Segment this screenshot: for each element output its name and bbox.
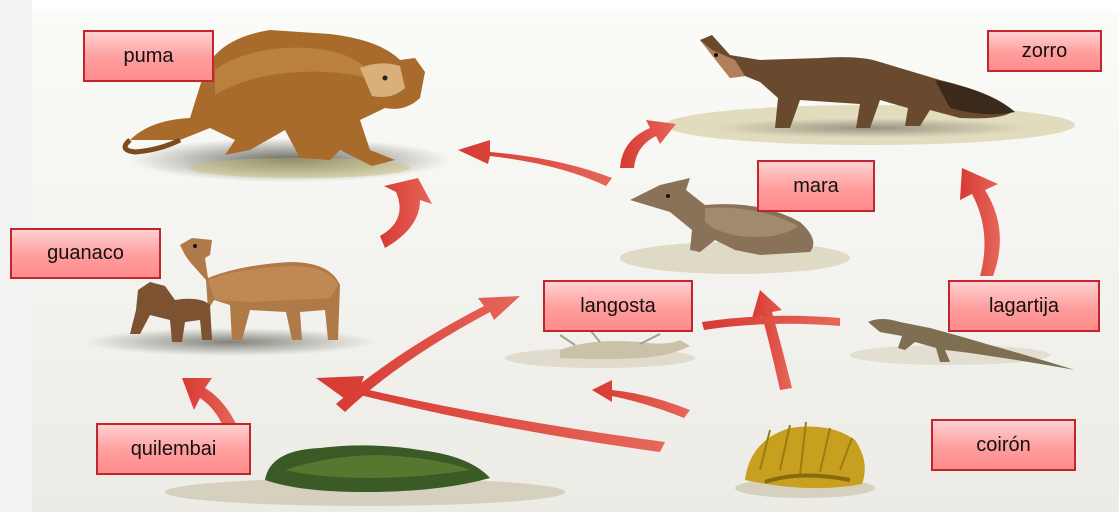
label-langosta: langosta (543, 280, 693, 332)
label-zorro: zorro (987, 30, 1102, 72)
label-puma: puma (83, 30, 214, 82)
label-coiron: coirón (931, 419, 1076, 471)
label-mara: mara (757, 160, 875, 212)
label-quilembai: quilembai (96, 423, 251, 475)
label-lagartija: lagartija (948, 280, 1100, 332)
label-guanaco: guanaco (10, 228, 161, 279)
